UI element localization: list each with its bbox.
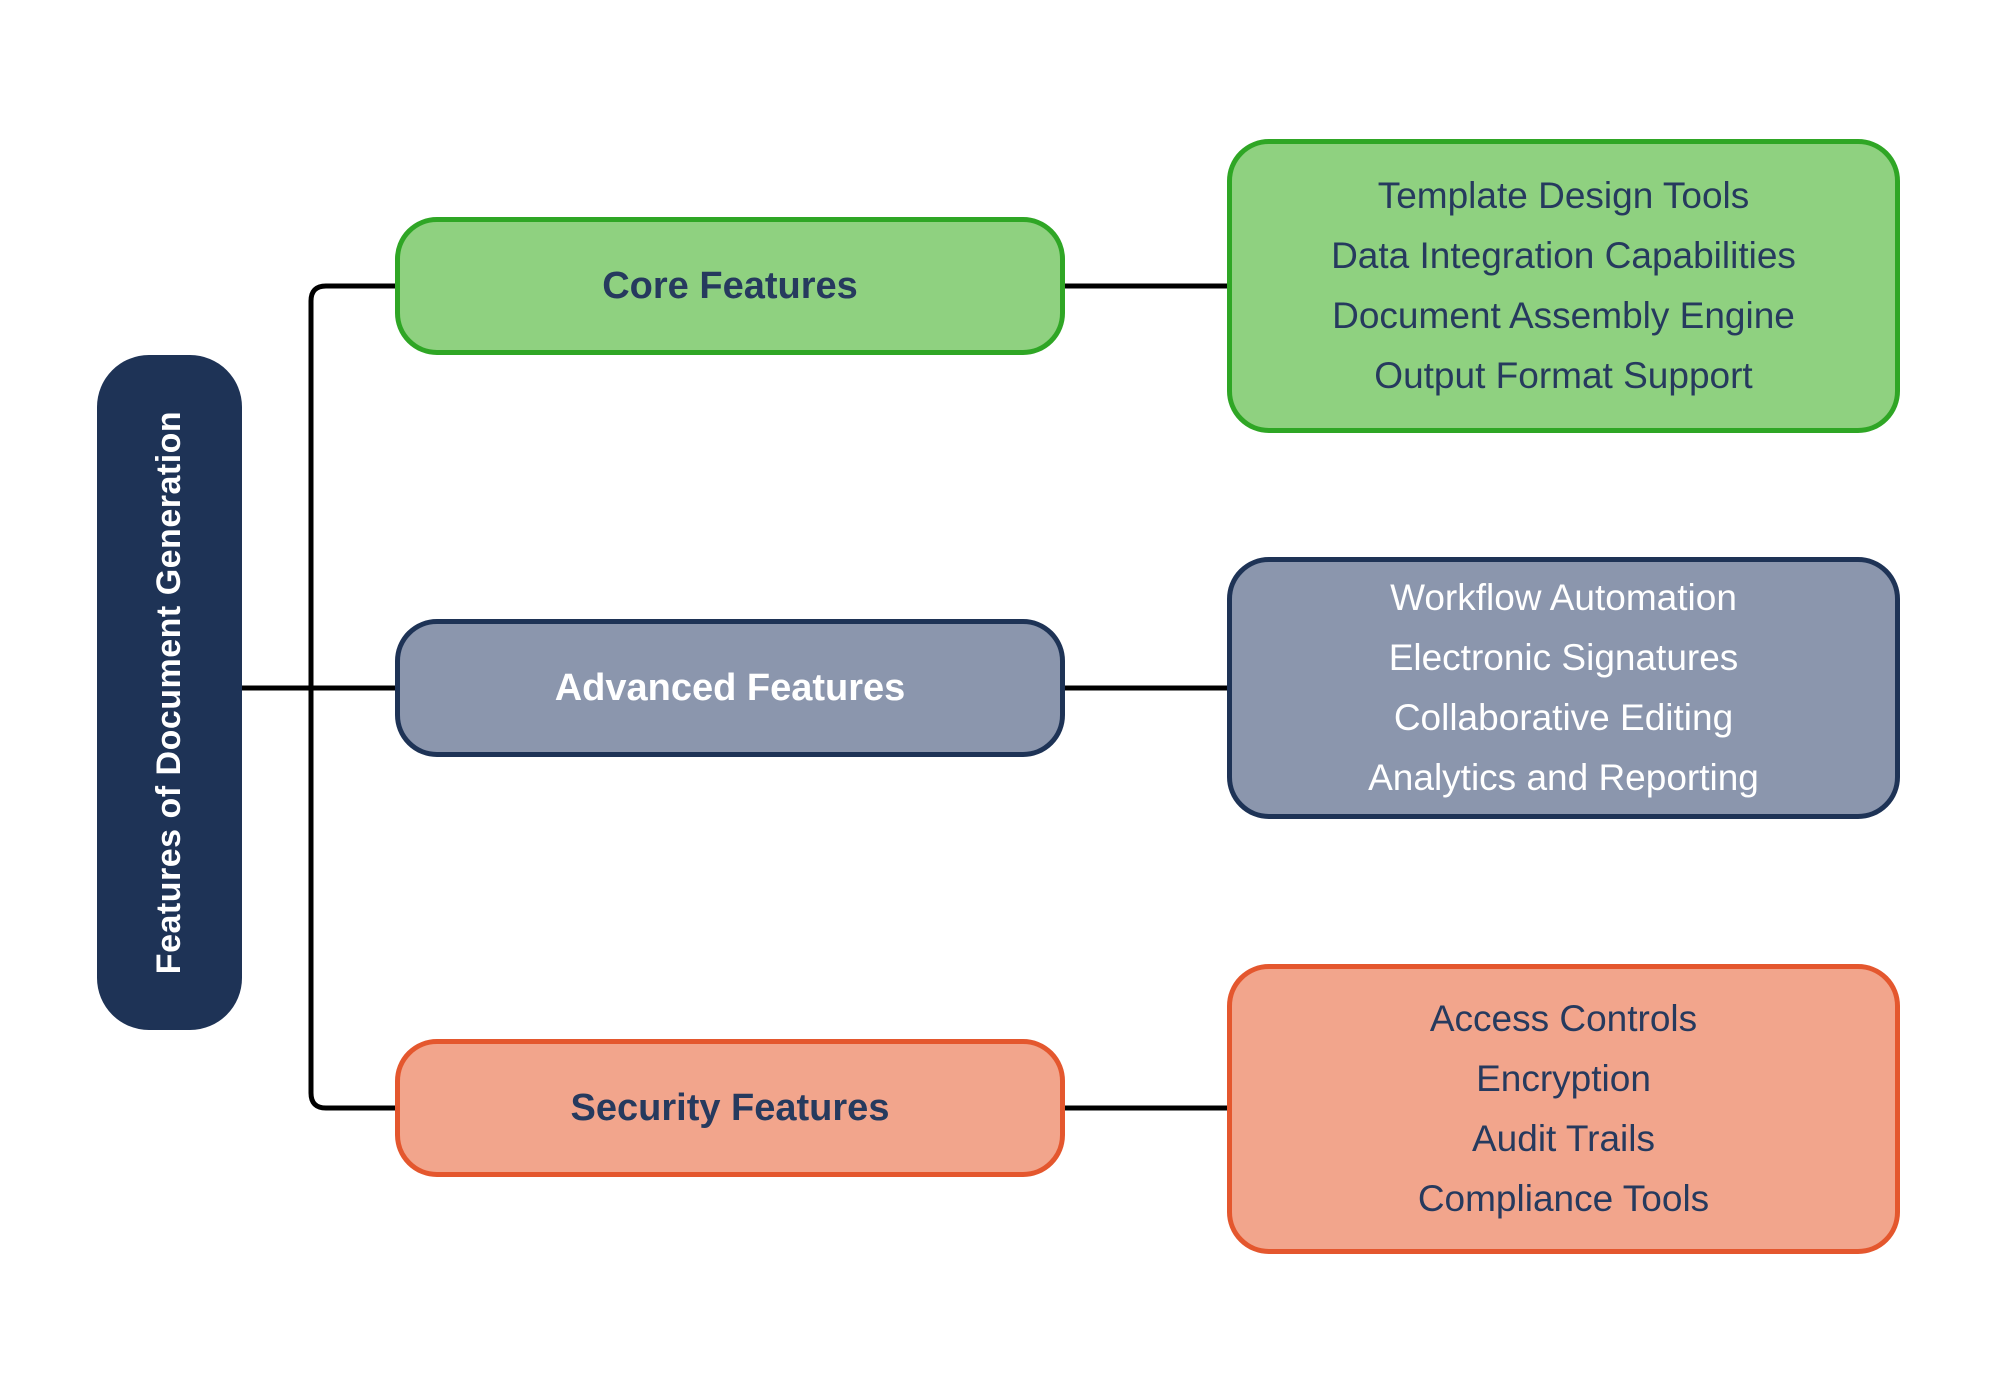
detail-item: Template Design Tools (1377, 175, 1750, 216)
branch-node-core-features: Core Features (395, 217, 1065, 355)
detail-item: Analytics and Reporting (1368, 757, 1759, 798)
detail-node-security-features: Access Controls Encryption Audit Trails … (1227, 964, 1900, 1254)
branch-node-advanced-features: Advanced Features (395, 619, 1065, 757)
branch-label: Security Features (570, 1086, 890, 1129)
detail-item: Document Assembly Engine (1332, 295, 1795, 336)
branch-node-security-features: Security Features (395, 1039, 1065, 1177)
root-label: Features of Document Generation (150, 410, 188, 975)
branch-label: Core Features (602, 264, 858, 307)
detail-item: Workflow Automation (1390, 577, 1737, 618)
detail-node-advanced-features: Workflow Automation Electronic Signature… (1227, 557, 1900, 819)
detail-item: Output Format Support (1374, 355, 1753, 396)
detail-item: Encryption (1476, 1058, 1651, 1099)
detail-item: Electronic Signatures (1388, 637, 1739, 678)
detail-item: Compliance Tools (1417, 1178, 1710, 1219)
root-node: Features of Document Generation (97, 355, 242, 1030)
detail-item: Audit Trails (1471, 1118, 1655, 1159)
branch-label: Advanced Features (554, 666, 906, 709)
detail-item: Access Controls (1429, 998, 1698, 1039)
trunk-line (308, 283, 397, 1111)
detail-item: Collaborative Editing (1393, 697, 1734, 738)
detail-node-core-features: Template Design Tools Data Integration C… (1227, 139, 1900, 433)
detail-item: Data Integration Capabilities (1331, 235, 1796, 276)
